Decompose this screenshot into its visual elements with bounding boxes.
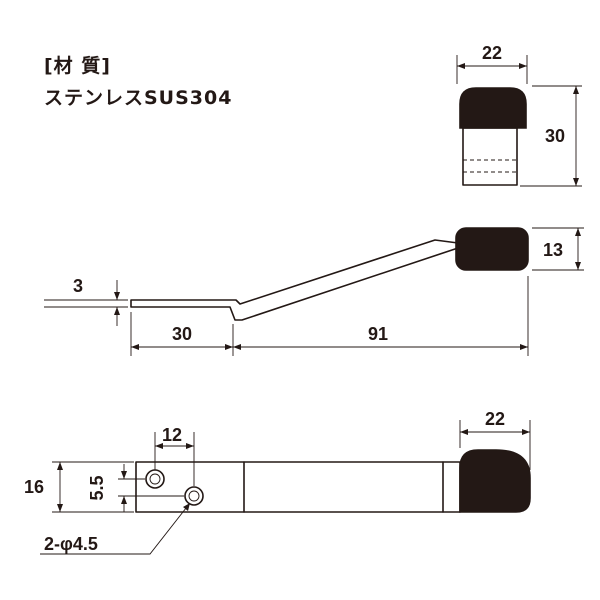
side-view: 13 3 30 91 [44,227,584,356]
hole-offset-label: 5.5 [87,475,107,500]
knob-width-label: 22 [482,43,502,63]
material-heading: [材 質] [44,54,111,77]
arrow-head [114,292,120,300]
arrow-head [155,443,163,449]
arrow-head [121,471,127,479]
arrow-head [522,429,530,435]
side-knob-height-label: 13 [543,240,563,260]
arrow-head [573,178,579,186]
mounting-hole-1 [145,469,165,489]
mounting-hole-2 [184,486,204,506]
arrow-head [57,504,63,512]
arrow-head [233,344,241,350]
lever-profile [130,239,459,321]
arrow-head [575,228,581,236]
arrow-head [114,307,120,315]
arrow-head [457,63,465,69]
arrow-head [520,344,528,350]
top-knob [459,449,531,513]
slope-length-label: 91 [368,324,388,344]
arrow-head [186,443,194,449]
arrow-head [460,429,468,435]
arrow-head [131,344,139,350]
knob-height-label: 30 [545,126,565,146]
arrow-head [183,503,190,511]
top-knob-width-label: 22 [485,409,505,429]
plate-outline [135,461,461,513]
arrow-head [575,262,581,270]
arrow-head [225,344,233,350]
knob-stem [462,127,518,186]
side-knob [455,227,529,271]
arrow-head [573,86,579,94]
knob-cap [459,87,527,129]
arrow-head [519,63,527,69]
leader-line [40,502,191,555]
arrow-head [57,462,63,470]
knob-front-view: 22 30 [456,43,582,187]
flat-length-label: 30 [172,324,192,344]
top-view: 12 5.5 16 22 2-φ4.5 [24,409,531,555]
hole-pitch-label: 12 [162,425,182,445]
hole-callout-label: 2-φ4.5 [44,534,98,554]
material-value: ステンレスSUS304 [44,87,232,109]
thickness-label: 3 [73,276,83,296]
plate-width-label: 16 [24,477,44,497]
arrow-head [121,496,127,504]
